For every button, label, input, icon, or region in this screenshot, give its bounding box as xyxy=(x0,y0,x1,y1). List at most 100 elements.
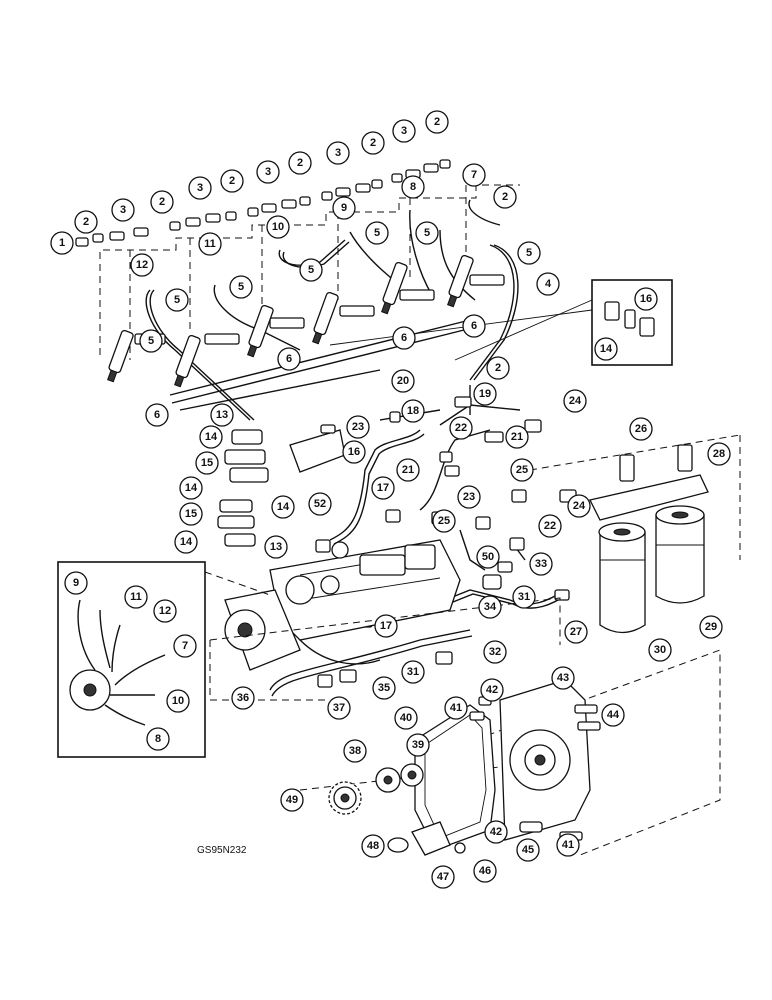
callout-circle xyxy=(493,185,517,209)
callout-8: 8 xyxy=(401,175,425,199)
callout-21: 21 xyxy=(505,425,529,449)
callout-circle xyxy=(371,476,395,500)
callout-49: 49 xyxy=(280,788,304,812)
callout-label: 3 xyxy=(335,147,341,159)
callout-label: 5 xyxy=(174,294,180,306)
callout-label: 5 xyxy=(424,227,430,239)
callout-24: 24 xyxy=(563,389,587,413)
callout-label: 5 xyxy=(238,281,244,293)
callout-circle xyxy=(529,552,553,576)
callout-circle xyxy=(392,326,416,350)
callout-label: 25 xyxy=(516,464,528,476)
callout-circle xyxy=(153,599,177,623)
callout-label: 50 xyxy=(482,551,494,563)
callout-circle xyxy=(145,403,169,427)
callout-label: 8 xyxy=(155,733,161,745)
callout-label: 41 xyxy=(562,839,574,851)
callout-label: 2 xyxy=(495,362,501,374)
callout-label: 3 xyxy=(265,166,271,178)
callout-36: 36 xyxy=(231,686,255,710)
callout-47: 47 xyxy=(431,865,455,889)
callout-circle xyxy=(476,545,500,569)
callout-31: 31 xyxy=(401,660,425,684)
callout-label: 18 xyxy=(407,405,419,417)
callout-circle xyxy=(457,485,481,509)
callout-3: 3 xyxy=(188,176,212,200)
callout-44: 44 xyxy=(601,703,625,727)
callout-circle xyxy=(449,416,473,440)
callout-label: 4 xyxy=(545,278,552,290)
callout-label: 22 xyxy=(455,422,467,434)
callout-label: 40 xyxy=(400,712,412,724)
callout-6: 6 xyxy=(462,314,486,338)
fittings xyxy=(315,396,577,688)
callout-circle xyxy=(74,210,98,234)
callout-label: 3 xyxy=(401,125,407,137)
callout-circle xyxy=(483,640,507,664)
callout-label: 49 xyxy=(286,794,298,806)
callout-circle xyxy=(277,347,301,371)
callout-circle xyxy=(288,151,312,175)
callout-25: 25 xyxy=(510,458,534,482)
seal-washer-row xyxy=(75,159,451,247)
callout-label: 2 xyxy=(229,175,235,187)
callout-circle xyxy=(198,232,222,256)
callout-7: 7 xyxy=(173,634,197,658)
callout-circle xyxy=(361,131,385,155)
callout-30: 30 xyxy=(648,638,672,662)
callout-14: 14 xyxy=(179,476,203,500)
callout-label: 19 xyxy=(479,388,491,400)
callout-circle xyxy=(634,287,658,311)
callout-45: 45 xyxy=(516,838,540,862)
callout-11: 11 xyxy=(124,585,148,609)
callout-circle xyxy=(130,253,154,277)
callout-label: 43 xyxy=(557,672,569,684)
callout-circle xyxy=(150,190,174,214)
callout-label: 12 xyxy=(136,259,148,271)
callout-5: 5 xyxy=(415,221,439,245)
callout-label: 39 xyxy=(412,739,424,751)
callout-circle xyxy=(556,833,580,857)
callout-circle xyxy=(517,241,541,265)
callout-label: 10 xyxy=(272,221,284,233)
callout-label: 37 xyxy=(333,702,345,714)
callout-2: 2 xyxy=(493,185,517,209)
callout-label: 22 xyxy=(544,520,556,532)
callout-40: 40 xyxy=(394,706,418,730)
callout-circle xyxy=(229,275,253,299)
callout-label: 1 xyxy=(59,237,65,249)
callout-label: 26 xyxy=(635,423,647,435)
callout-37: 37 xyxy=(327,696,351,720)
callout-21: 21 xyxy=(396,458,420,482)
callout-label: 6 xyxy=(286,353,292,365)
callout-label: 46 xyxy=(479,865,491,877)
callout-circle xyxy=(374,614,398,638)
callout-circle xyxy=(64,571,88,595)
callout-19: 19 xyxy=(473,382,497,406)
callout-39: 39 xyxy=(406,733,430,757)
callout-label: 3 xyxy=(197,182,203,194)
callout-label: 42 xyxy=(486,684,498,696)
callout-label: 48 xyxy=(367,840,379,852)
callout-circle xyxy=(231,686,255,710)
callout-label: 6 xyxy=(154,409,160,421)
callout-46: 46 xyxy=(473,859,497,883)
callout-circle xyxy=(486,356,510,380)
callout-label: 35 xyxy=(378,682,390,694)
callout-50: 50 xyxy=(476,545,500,569)
callout-15: 15 xyxy=(179,502,203,526)
callout-circle xyxy=(538,514,562,538)
callout-label: 24 xyxy=(573,500,586,512)
callout-circle xyxy=(563,389,587,413)
callout-circle xyxy=(473,382,497,406)
callout-label: 11 xyxy=(130,591,142,603)
callout-label: 31 xyxy=(518,591,530,603)
fuel-filters xyxy=(529,434,741,634)
callout-27: 27 xyxy=(564,620,588,644)
callout-circle xyxy=(601,703,625,727)
callout-circle xyxy=(195,451,219,475)
callout-circle xyxy=(361,834,385,858)
callout-28: 28 xyxy=(707,442,731,466)
callout-42: 42 xyxy=(480,678,504,702)
callout-circle xyxy=(462,163,486,187)
